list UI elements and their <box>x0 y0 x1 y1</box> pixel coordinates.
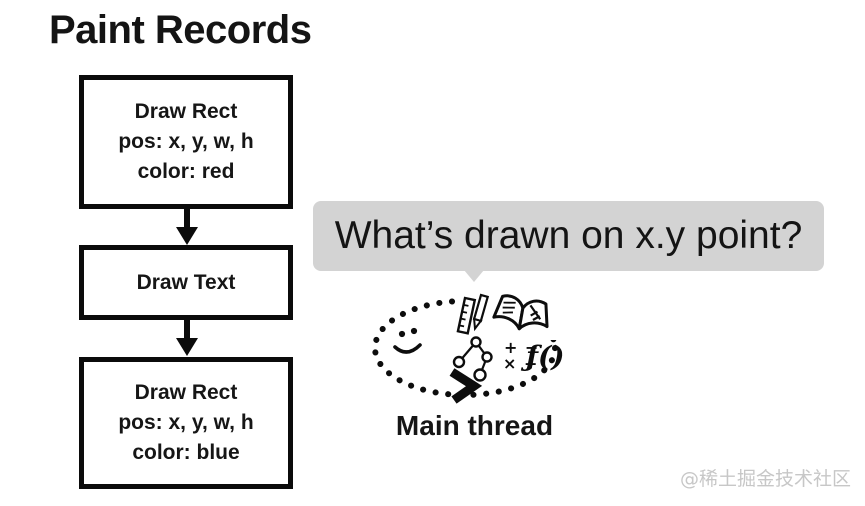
box-line: Draw Rect <box>134 381 238 404</box>
watermark: @稀土掘金技术社区 <box>679 468 851 490</box>
box-line: Draw Rect <box>134 100 238 123</box>
smiley-face-icon <box>393 327 422 354</box>
flow-box-draw-rect-red: Draw Rect pos: x, y, w, h color: red <box>79 75 293 209</box>
speech-bubble-tail <box>464 270 484 282</box>
function-icon: ƒ() <box>520 340 565 373</box>
main-thread-label: Main thread <box>395 410 554 441</box>
main-thread-doodle: + − × ÷ ƒ() <box>372 290 587 404</box>
down-arrow-icon <box>176 319 198 356</box>
flow-box-draw-rect-blue: Draw Rect pos: x, y, w, h color: blue <box>79 357 293 489</box>
box-line: pos: x, y, w, h <box>118 130 254 153</box>
down-arrow-icon <box>176 208 198 245</box>
box-line: Draw Text <box>136 270 236 294</box>
svg-text:+ −: + − <box>504 338 539 357</box>
pencil-icon <box>472 293 490 332</box>
speech-bubble: What’s drawn on x.y point? <box>313 201 824 271</box>
box-line: pos: x, y, w, h <box>118 411 254 434</box>
ruler-icon <box>456 296 477 335</box>
flow-box-draw-text: Draw Text <box>79 245 293 320</box>
speech-bubble-text: What’s drawn on x.y point? <box>334 214 803 257</box>
box-line: color: red <box>137 160 235 183</box>
book-icon <box>492 294 549 331</box>
svg-text:ƒ(): ƒ() <box>520 340 565 373</box>
loop-arrow-icon <box>449 368 483 404</box>
box-line: color: blue <box>132 441 240 464</box>
svg-text:× ÷: × ÷ <box>503 354 538 373</box>
page-title: Paint Records <box>49 8 312 52</box>
math-symbols-icon: + − × ÷ <box>503 338 539 373</box>
tree-diagram-icon <box>452 336 493 382</box>
